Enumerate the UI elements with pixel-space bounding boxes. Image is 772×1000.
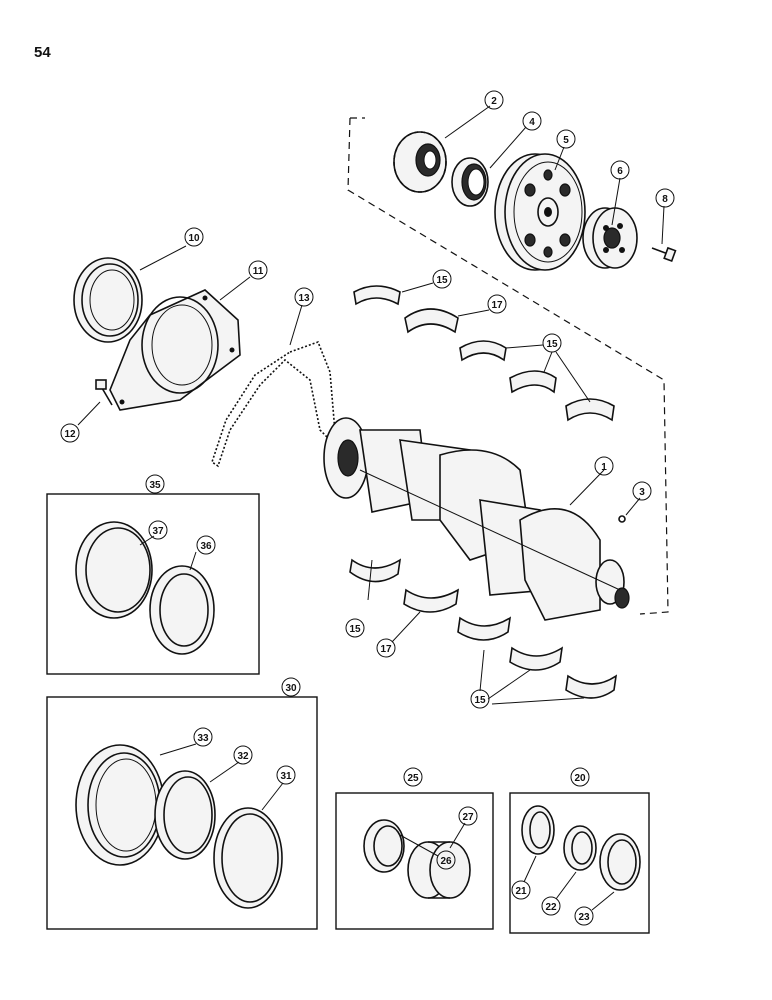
svg-text:31: 31 bbox=[280, 771, 292, 782]
kit-box-20 bbox=[509, 792, 650, 934]
seal-21 bbox=[521, 805, 555, 855]
callout-15-lower-b: 15 bbox=[470, 689, 490, 709]
svg-text:3: 3 bbox=[639, 487, 645, 498]
callout-27: 27 bbox=[458, 806, 478, 826]
svg-text:37: 37 bbox=[152, 526, 164, 537]
svg-text:4: 4 bbox=[529, 117, 535, 128]
callout-23: 23 bbox=[574, 906, 594, 926]
kit-box-30 bbox=[46, 696, 318, 930]
callout-12: 12 bbox=[60, 423, 80, 443]
callout-21: 21 bbox=[511, 880, 531, 900]
callout-15-lower-a: 15 bbox=[345, 618, 365, 638]
crankshaft-gear bbox=[393, 131, 447, 193]
sleeve-26 bbox=[363, 819, 405, 873]
callout-37: 37 bbox=[148, 520, 168, 540]
vibration-damper bbox=[582, 207, 638, 269]
callout-15-upper-b: 15 bbox=[542, 333, 562, 353]
main-bearing-shells-lower bbox=[349, 558, 618, 699]
callout-6: 6 bbox=[610, 160, 630, 180]
svg-text:21: 21 bbox=[515, 886, 527, 897]
callout-35: 35 bbox=[145, 474, 165, 494]
spacer-ring bbox=[451, 157, 489, 207]
callout-10: 10 bbox=[184, 227, 204, 247]
wear-sleeve-37 bbox=[75, 521, 153, 619]
svg-text:15: 15 bbox=[546, 339, 558, 350]
callout-17-upper: 17 bbox=[487, 294, 507, 314]
installer-27 bbox=[407, 841, 471, 899]
svg-text:17: 17 bbox=[491, 300, 503, 311]
svg-text:27: 27 bbox=[462, 812, 474, 823]
svg-text:10: 10 bbox=[188, 233, 200, 244]
svg-text:15: 15 bbox=[436, 275, 448, 286]
callout-33: 33 bbox=[193, 727, 213, 747]
callout-13: 13 bbox=[294, 287, 314, 307]
svg-text:11: 11 bbox=[253, 266, 264, 277]
svg-text:20: 20 bbox=[574, 773, 586, 784]
svg-text:22: 22 bbox=[545, 902, 557, 913]
installer-ring-31 bbox=[213, 807, 283, 909]
callout-11: 11 bbox=[248, 260, 268, 280]
callout-31: 31 bbox=[276, 765, 296, 785]
callout-25: 25 bbox=[403, 767, 423, 787]
seal-ring-36 bbox=[149, 565, 215, 655]
kit-box-25 bbox=[335, 792, 494, 930]
svg-text:13: 13 bbox=[298, 293, 310, 304]
svg-text:35: 35 bbox=[149, 480, 161, 491]
svg-text:2: 2 bbox=[491, 96, 497, 107]
callout-22: 22 bbox=[541, 896, 561, 916]
svg-text:12: 12 bbox=[64, 429, 76, 440]
callout-36: 36 bbox=[196, 535, 216, 555]
callout-1: 1 bbox=[594, 456, 614, 476]
svg-text:30: 30 bbox=[285, 683, 297, 694]
callout-32: 32 bbox=[233, 745, 253, 765]
svg-text:15: 15 bbox=[474, 695, 486, 706]
pulley-bolt bbox=[651, 246, 677, 263]
page-number: 54 bbox=[34, 44, 51, 61]
callout-4: 4 bbox=[522, 111, 542, 131]
svg-text:33: 33 bbox=[197, 733, 209, 744]
seal-23 bbox=[599, 833, 641, 891]
svg-text:6: 6 bbox=[617, 166, 623, 177]
callout-30: 30 bbox=[281, 677, 301, 697]
svg-text:5: 5 bbox=[563, 135, 569, 146]
svg-text:8: 8 bbox=[662, 194, 668, 205]
callout-26: 26 bbox=[436, 850, 456, 870]
seal-retainer bbox=[109, 289, 241, 411]
callout-8: 8 bbox=[655, 188, 675, 208]
assembly-boundary-dashed bbox=[347, 117, 669, 615]
retainer-bolt bbox=[95, 379, 113, 406]
dowel-pin bbox=[618, 515, 626, 523]
sleeve-22 bbox=[563, 825, 597, 871]
kit-box-35 bbox=[46, 493, 260, 675]
callout-3: 3 bbox=[632, 481, 652, 501]
crankshaft bbox=[323, 417, 630, 621]
retainer-gasket bbox=[211, 340, 336, 468]
svg-text:32: 32 bbox=[237, 751, 249, 762]
callout-20: 20 bbox=[570, 767, 590, 787]
crankshaft-pulley bbox=[494, 153, 586, 271]
svg-text:26: 26 bbox=[440, 856, 452, 867]
svg-text:25: 25 bbox=[407, 773, 419, 784]
callout-17-lower: 17 bbox=[376, 638, 396, 658]
svg-text:36: 36 bbox=[200, 541, 212, 552]
svg-text:23: 23 bbox=[578, 912, 590, 923]
leader-lines bbox=[77, 105, 665, 911]
callout-15-upper-a: 15 bbox=[432, 269, 452, 289]
callout-2: 2 bbox=[484, 90, 504, 110]
svg-text:1: 1 bbox=[601, 462, 607, 473]
callout-5: 5 bbox=[556, 129, 576, 149]
wear-sleeve-32 bbox=[154, 770, 216, 860]
front-seal bbox=[73, 257, 143, 343]
svg-text:15: 15 bbox=[349, 624, 361, 635]
main-bearing-shells-upper bbox=[353, 285, 615, 422]
svg-text:17: 17 bbox=[380, 644, 392, 655]
rear-seal-33 bbox=[75, 744, 165, 866]
